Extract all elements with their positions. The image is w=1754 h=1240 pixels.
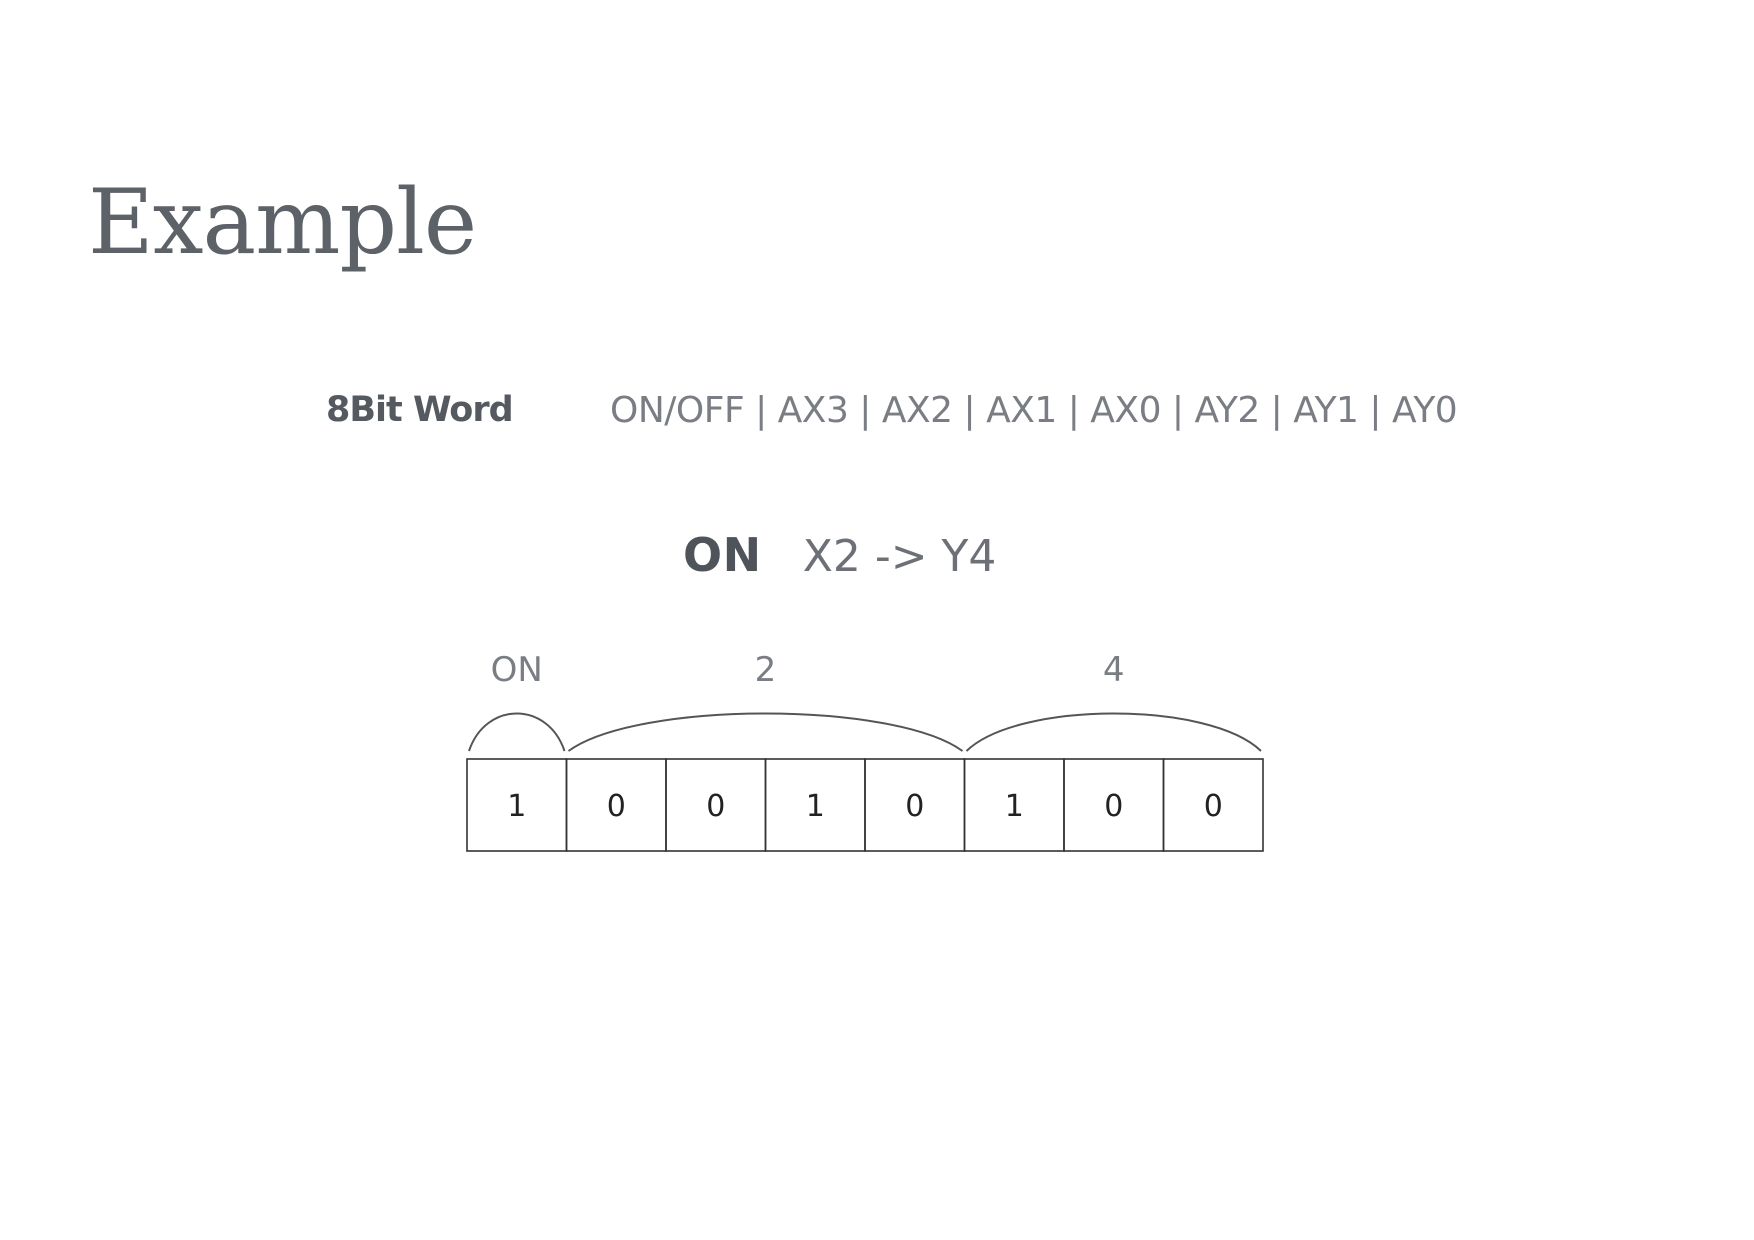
bit-value: 1 (1005, 789, 1024, 824)
example-mapping: X2 -> Y4 (802, 531, 997, 582)
group-label: ON (491, 650, 543, 690)
example-line: ON X2 -> Y4 (683, 532, 996, 579)
group-label: 2 (755, 650, 777, 690)
bit-value: 1 (507, 789, 526, 824)
word-format: ON/OFF | AX3 | AX2 | AX1 | AX0 | AY2 | A… (610, 390, 1458, 431)
bit-value: 0 (607, 789, 626, 824)
bit-value: 0 (706, 789, 725, 824)
bit-cells: 1 0 0 1 0 1 0 0 (466, 758, 1264, 852)
bit-cell (1162, 758, 1264, 852)
bit-value: 0 (1104, 789, 1123, 824)
word-label: 8Bit Word (326, 390, 514, 430)
bit-groups: ON 2 4 (468, 650, 1262, 752)
page-title: Example (88, 170, 477, 275)
group-bracket (567, 712, 964, 752)
bit-value: 0 (905, 789, 924, 824)
bit-value: 1 (806, 789, 825, 824)
bit-value: 0 (1204, 789, 1223, 824)
group-bracket (468, 712, 566, 752)
group-bracket (965, 712, 1262, 752)
group-label: 4 (1103, 650, 1125, 690)
example-state: ON (683, 528, 762, 582)
